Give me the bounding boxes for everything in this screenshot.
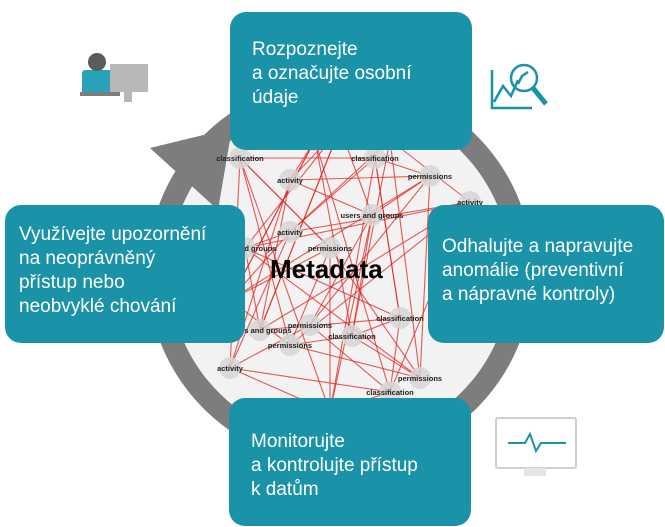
network-node-label: activity bbox=[457, 198, 484, 207]
network-node bbox=[341, 325, 363, 347]
card-top-text: Rozpoznejte a označujte osobní údaje bbox=[252, 39, 412, 108]
cycle-arrow-head bbox=[150, 128, 232, 210]
network-node bbox=[229, 147, 251, 169]
network-edge bbox=[229, 324, 311, 369]
network-edge bbox=[419, 175, 431, 379]
network-node bbox=[389, 307, 411, 329]
network-node bbox=[249, 319, 271, 341]
network-edge bbox=[329, 214, 373, 413]
network-node bbox=[219, 357, 241, 379]
network-node-label: classification bbox=[328, 332, 376, 341]
network-node-label: permissions bbox=[398, 374, 442, 383]
network-edge bbox=[289, 247, 331, 346]
network-edge bbox=[329, 157, 376, 413]
card-identify-personal-data: Rozpoznejte a označujte osobní údaje bbox=[230, 12, 472, 150]
network-edge bbox=[239, 157, 291, 346]
network-edge bbox=[244, 247, 401, 319]
network-node bbox=[279, 169, 301, 191]
network-node-label: classification bbox=[351, 154, 399, 163]
network-node bbox=[364, 147, 386, 169]
network-node-label: activity bbox=[277, 228, 304, 237]
network-edge bbox=[314, 139, 391, 393]
network-node bbox=[279, 334, 301, 356]
network-node-label: permissions bbox=[288, 321, 332, 330]
network-node-label: classification bbox=[366, 388, 414, 397]
network-node-label: users and groups bbox=[229, 326, 292, 335]
card-alerts: Využívejte upozornění na neoprávněný pří… bbox=[5, 205, 245, 343]
network-node bbox=[361, 204, 383, 226]
network-edge bbox=[289, 344, 421, 379]
network-edge bbox=[289, 179, 373, 216]
network-node bbox=[299, 314, 321, 336]
network-edge bbox=[229, 231, 291, 369]
network-edge bbox=[351, 139, 391, 337]
network-edge bbox=[351, 335, 421, 379]
metadata-title: Metadata bbox=[270, 254, 383, 284]
card-right-text: Odhalujte a napravujte anomálie (prevent… bbox=[442, 236, 634, 305]
network-node-label: permissions bbox=[408, 172, 452, 181]
network-edge bbox=[259, 179, 291, 331]
card-detect-anomalies: Odhalujte a napravujte anomálie (prevent… bbox=[428, 205, 664, 343]
network-edge bbox=[244, 247, 421, 379]
network-edge bbox=[351, 214, 373, 337]
network-edge bbox=[374, 157, 401, 319]
network-edge bbox=[229, 367, 391, 393]
network-edge bbox=[309, 324, 391, 393]
network-edge bbox=[329, 247, 421, 379]
card-left-text: Využívejte upozornění na neoprávněný pří… bbox=[19, 224, 207, 317]
card-monitor-access: Monitorujte a kontrolujte přístup k datů… bbox=[229, 398, 471, 526]
network-edge bbox=[229, 247, 331, 301]
network-node-label: permissions bbox=[308, 244, 352, 253]
network-edge bbox=[259, 317, 401, 331]
network-node-label: permissions bbox=[268, 341, 312, 350]
network-node bbox=[419, 165, 441, 187]
network-edge bbox=[289, 175, 431, 181]
card-bottom-text: Monitorujte a kontrolujte přístup k datů… bbox=[251, 431, 418, 500]
network-node bbox=[409, 367, 431, 389]
network-node-label: activity bbox=[277, 176, 304, 185]
network-node-label: users and groups bbox=[214, 244, 277, 253]
network-node-label: classification bbox=[216, 154, 264, 163]
network-edge bbox=[389, 317, 401, 393]
network-node bbox=[379, 381, 401, 403]
network-edge bbox=[389, 139, 421, 379]
network-node bbox=[279, 221, 301, 243]
network-node-label: activity bbox=[217, 364, 244, 373]
network-edge bbox=[244, 247, 261, 331]
network-edge bbox=[239, 157, 331, 413]
network-node bbox=[319, 237, 341, 259]
network-node-label: classification bbox=[376, 314, 424, 323]
network-node-label: users and groups bbox=[341, 211, 404, 220]
